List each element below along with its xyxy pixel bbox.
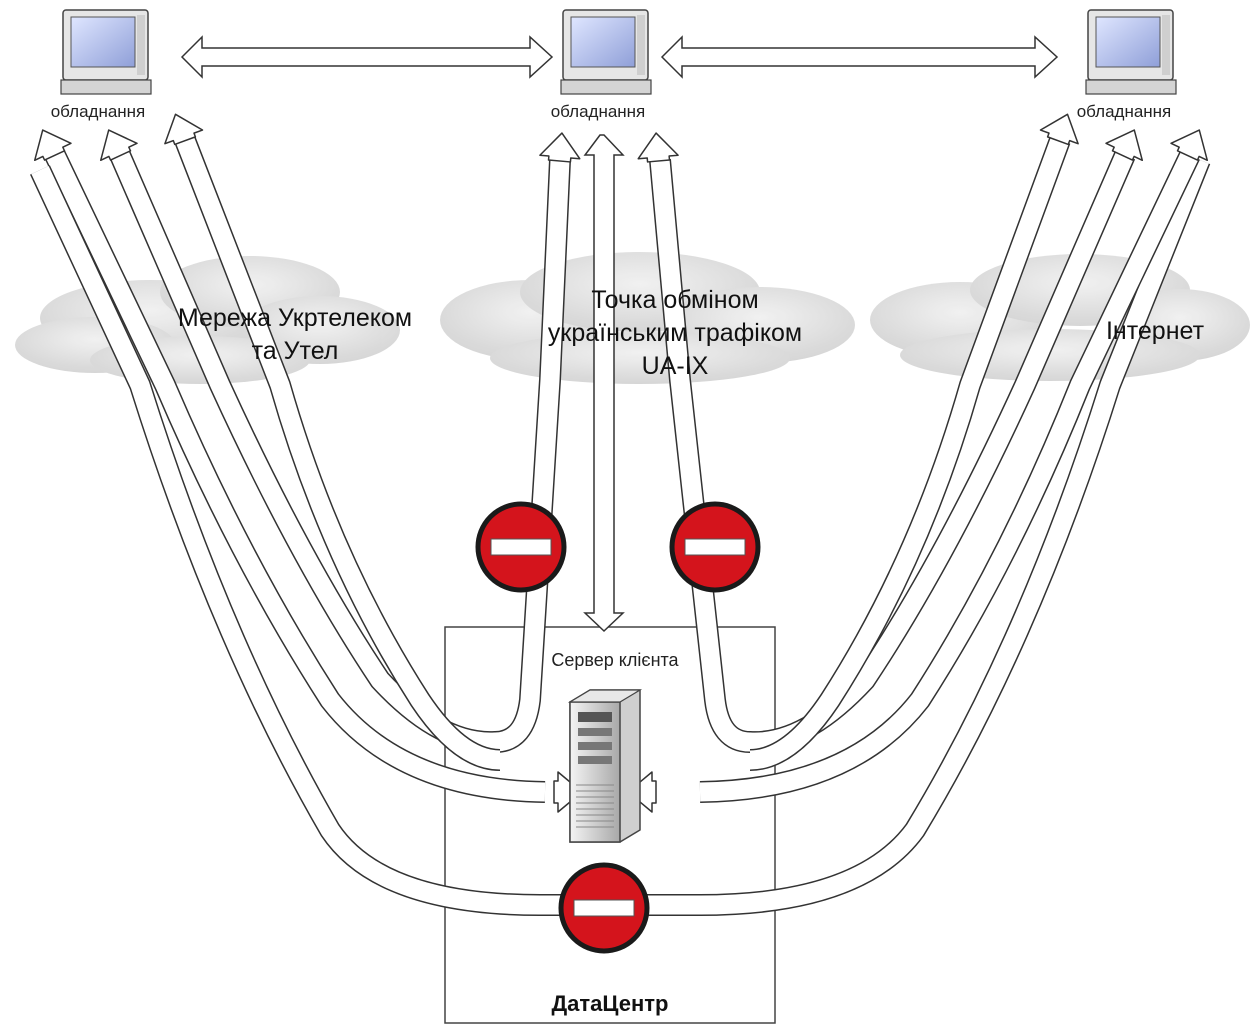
flow-right-inner bbox=[749, 136, 1071, 771]
device-link-arrow-left bbox=[180, 35, 554, 79]
flow-arrowhead bbox=[99, 129, 138, 162]
device-label-right: обладнання bbox=[1076, 102, 1172, 121]
cloud-label-uaix-line3: UA-IX bbox=[641, 352, 709, 380]
no-entry-icon bbox=[669, 501, 761, 593]
flow-arrowhead bbox=[1105, 129, 1144, 162]
flow-arrowhead bbox=[33, 129, 72, 162]
device-label-left: обладнання bbox=[50, 102, 146, 121]
server-label: Сервер клієнта bbox=[551, 650, 679, 670]
datacenter-label: ДатаЦентр bbox=[551, 991, 669, 1016]
computer-icon bbox=[560, 9, 652, 95]
flow-left-to-server bbox=[45, 150, 546, 803]
flow-left-blocked-uaix bbox=[109, 150, 571, 754]
flow-arrowhead bbox=[627, 771, 657, 813]
no-entry-icon bbox=[475, 501, 567, 593]
cloud-label-ukrtelecom-line2: та Утел bbox=[251, 337, 339, 365]
server-tower-icon bbox=[567, 689, 643, 843]
flow-left-inner bbox=[174, 136, 501, 771]
flow-arrowhead bbox=[539, 132, 581, 163]
flow-arrowhead bbox=[1039, 113, 1079, 146]
cloud-label-internet: Інтернет bbox=[1105, 317, 1205, 345]
cloud-label-uaix: Точка обміном українським трафіком UA-IX bbox=[520, 284, 830, 383]
flow-arrowhead bbox=[164, 113, 204, 146]
uaix-server-double-arrow bbox=[583, 134, 625, 633]
device-link-arrow-right bbox=[660, 35, 1059, 79]
computer-icon bbox=[60, 9, 152, 95]
flow-arrowhead bbox=[1170, 129, 1209, 162]
flow-arrowhead bbox=[637, 132, 679, 163]
flow-right-blocked-uaix bbox=[649, 150, 1136, 754]
cloud-label-uaix-line1: Точка обміном bbox=[591, 286, 759, 314]
device-label-center: обладнання bbox=[550, 102, 646, 121]
no-entry-icon bbox=[558, 862, 650, 954]
flow-right-to-server bbox=[699, 150, 1200, 803]
cloud-label-ukrtelecom: Мережа Укртелеком та Утел bbox=[150, 302, 440, 368]
cloud-label-ukrtelecom-line1: Мережа Укртелеком bbox=[177, 304, 413, 332]
computer-icon bbox=[1085, 9, 1177, 95]
cloud-uaix bbox=[440, 252, 855, 384]
cloud-label-uaix-line2: українським трафіком bbox=[547, 319, 803, 347]
flow-arrowhead bbox=[553, 771, 583, 813]
